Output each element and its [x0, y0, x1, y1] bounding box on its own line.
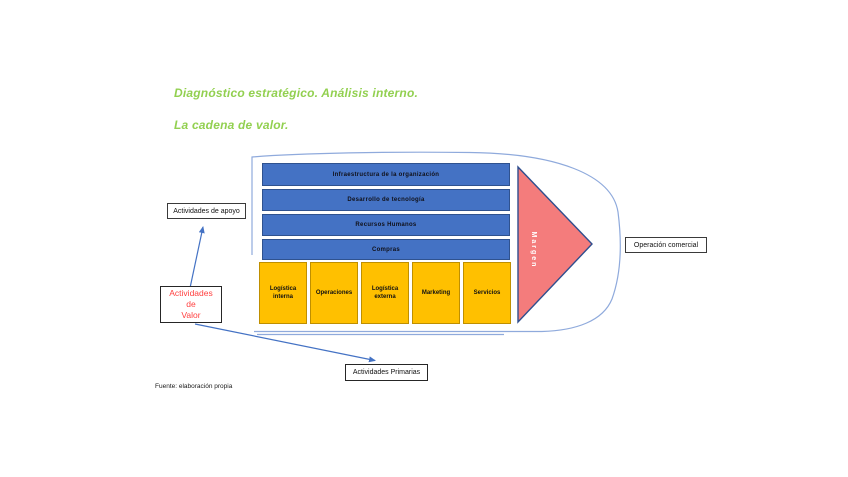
support-activities-callout: Actividades de apoyo [167, 203, 246, 219]
value-activities-line1: Actividades [169, 288, 213, 298]
value-activities-line2: de [186, 299, 196, 309]
support-bar-infraestructura: Infraestructura de la organización [262, 163, 510, 186]
commercial-operation-callout: Operación comercial [625, 237, 707, 253]
primary-box-logistica-interna: Logística interna [259, 262, 307, 324]
enclosing-curve [251, 151, 621, 333]
primary-activities-callout: Actividades Primarias [345, 364, 428, 381]
value-activities-line3: Valor [181, 310, 201, 320]
primary-box-servicios: Servicios [463, 262, 511, 324]
slide-title-line1: Diagnóstico estratégico. Análisis intern… [174, 86, 419, 100]
arrow-to-support-activities [189, 226, 205, 289]
slide-title-line2: La cadena de valor. [174, 118, 289, 132]
support-bar-recursos-humanos: Recursos Humanos [262, 214, 510, 236]
source-note: Fuente: elaboración propia [155, 383, 233, 390]
support-bar-compras: Compras [262, 239, 510, 260]
primary-box-operaciones: Operaciones [310, 262, 358, 324]
value-activities-callout: Actividades de Valor [160, 286, 222, 323]
support-bar-tecnologia: Desarrollo de tecnología [262, 189, 510, 211]
primary-box-marketing: Marketing [412, 262, 460, 324]
primary-box-logistica-externa: Logística externa [361, 262, 409, 324]
arrow-to-primary-activities [194, 323, 376, 363]
margin-label: Margen [530, 231, 537, 269]
margin-triangle [517, 165, 593, 324]
